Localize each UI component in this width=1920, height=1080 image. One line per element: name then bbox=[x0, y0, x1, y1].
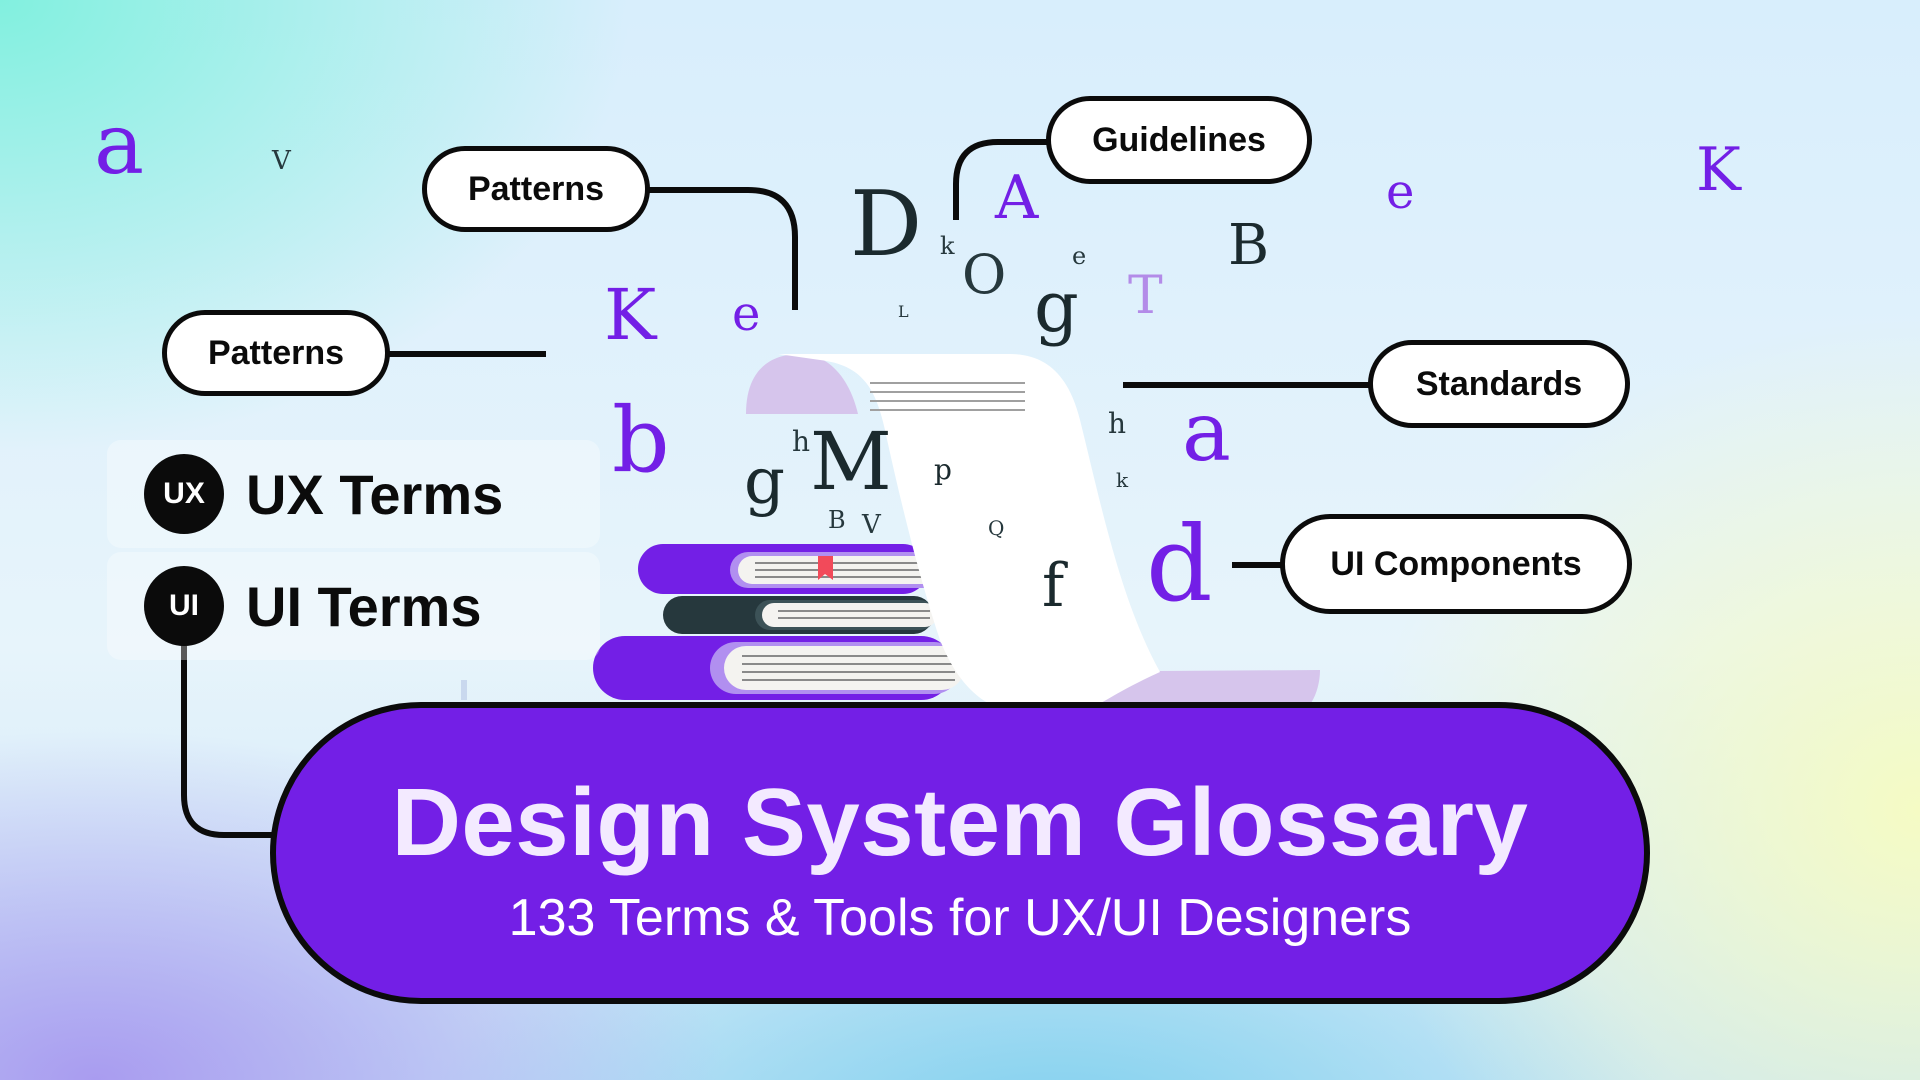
book-top bbox=[638, 544, 950, 594]
hero-banner: Design System Glossary 133 Terms & Tools… bbox=[270, 702, 1650, 1004]
ui-terms-label: UI Terms bbox=[246, 574, 482, 638]
floating-letter: g bbox=[1034, 266, 1079, 348]
ui-terms-card[interactable]: UI UI Terms bbox=[107, 552, 600, 660]
floating-letter: D bbox=[850, 172, 923, 277]
bookmark-icon bbox=[818, 556, 833, 580]
floating-letter: B bbox=[828, 506, 846, 534]
tag-guidelines[interactable]: Guidelines bbox=[1046, 96, 1312, 184]
tag-ui-components[interactable]: UI Components bbox=[1280, 514, 1632, 614]
floating-letter: p bbox=[934, 453, 952, 486]
ux-terms-card[interactable]: UX UX Terms bbox=[107, 440, 600, 548]
ui-badge: UI bbox=[144, 566, 224, 646]
tag-standards[interactable]: Standards bbox=[1368, 340, 1630, 428]
book-middle bbox=[663, 596, 937, 634]
floating-letter: M bbox=[810, 415, 892, 508]
connector-guidelines bbox=[953, 139, 1050, 220]
floating-letter: L bbox=[898, 302, 909, 321]
connector-ui-terms bbox=[181, 645, 276, 838]
hero-subtitle: 133 Terms & Tools for UX/UI Designers bbox=[508, 889, 1412, 947]
ux-badge: UX bbox=[144, 454, 224, 534]
floating-letter: B bbox=[1228, 213, 1270, 278]
floating-letter: k bbox=[1116, 468, 1129, 492]
tag-patterns-top[interactable]: Patterns bbox=[422, 146, 650, 232]
floating-letter: a bbox=[1182, 385, 1231, 480]
floating-letter: K bbox=[604, 274, 657, 356]
floating-letter: g bbox=[744, 445, 785, 519]
floating-letter: a bbox=[94, 95, 145, 193]
floating-letter: e bbox=[1386, 164, 1415, 220]
floating-letter: b bbox=[612, 388, 670, 493]
floating-letter: f bbox=[1042, 551, 1065, 621]
floating-letter: h bbox=[792, 425, 811, 458]
floating-letter: Q bbox=[988, 516, 1005, 540]
floating-letter: V bbox=[272, 146, 291, 176]
floating-letter: k bbox=[940, 232, 955, 260]
tag-patterns-left[interactable]: Patterns bbox=[162, 310, 390, 396]
floating-letter: T bbox=[1128, 266, 1163, 326]
connector-patterns-top bbox=[648, 187, 798, 310]
floating-letter: K bbox=[1696, 135, 1741, 205]
floating-letter: V bbox=[862, 510, 881, 540]
ux-terms-label: UX Terms bbox=[246, 462, 504, 526]
scroll-back bbox=[746, 354, 858, 414]
floating-letter: e bbox=[732, 286, 761, 342]
hero-title: Design System Glossary bbox=[391, 769, 1529, 876]
floating-letter: h bbox=[1108, 407, 1127, 440]
scroll-paper bbox=[778, 354, 1160, 716]
floating-letter: e bbox=[1072, 242, 1087, 270]
floating-letter: O bbox=[962, 243, 1007, 306]
floating-letter: d bbox=[1146, 503, 1213, 625]
floating-letter: A bbox=[995, 163, 1039, 233]
book-bottom bbox=[593, 636, 964, 700]
